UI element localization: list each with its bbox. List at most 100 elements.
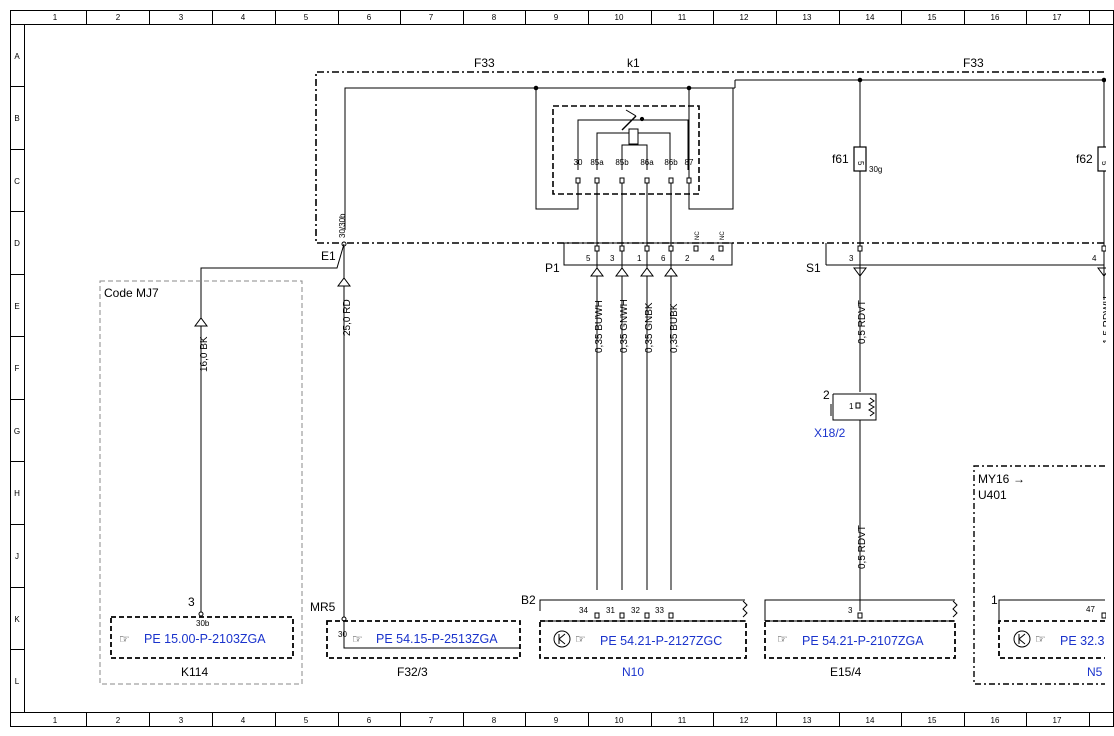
f33-label-right: F33 xyxy=(963,56,984,70)
column-label: 6 xyxy=(367,13,372,22)
row-label: H xyxy=(14,489,20,498)
wire-label-buwh: 0,35 BUWH xyxy=(594,300,605,353)
column-label: 2 xyxy=(116,13,121,22)
diagram-frame xyxy=(10,10,1114,727)
s1-pin: 4 xyxy=(1092,254,1097,263)
row-label: K xyxy=(14,615,20,624)
transistor-icon xyxy=(553,630,571,648)
nc-label: NC xyxy=(720,231,726,240)
b2-label: B2 xyxy=(521,593,536,607)
column-label: 4 xyxy=(241,13,246,22)
k114-component: 3 30b ☞ PE 15.00-P-2103ZGA K114 xyxy=(110,595,294,679)
column-label: 10 xyxy=(615,13,624,22)
column-label: 17 xyxy=(1053,13,1062,22)
row-label: J xyxy=(15,552,19,561)
row-label: F xyxy=(15,364,20,373)
column-label: 6 xyxy=(367,716,372,725)
relay-pin: 85a xyxy=(590,158,604,167)
n5-left-pin: 1 xyxy=(991,593,998,607)
column-label: 7 xyxy=(429,716,434,725)
e15-4-name: E15/4 xyxy=(830,665,862,679)
e15-4-pin: 3 xyxy=(848,606,853,615)
e1-connection xyxy=(194,241,351,622)
n5-component: 1 47 ☞ PE 32.3 N5 xyxy=(991,593,1107,679)
p1-pin-labels: 5 3 1 6 2 4 NC NC xyxy=(586,231,726,263)
n5-pin: 47 xyxy=(1086,605,1095,614)
column-label: 1 xyxy=(53,716,58,725)
column-label: 14 xyxy=(866,716,875,725)
n5-name: N5 xyxy=(1087,665,1103,679)
row-label: A xyxy=(14,52,20,61)
k114-ref-link[interactable]: PE 15.00-P-2103ZGA xyxy=(144,632,266,646)
wire-label-rdvt-lower: 0,5 RDVT xyxy=(857,525,868,569)
p1-terminals xyxy=(594,245,724,252)
relay-terminals xyxy=(575,177,692,184)
pointing-hand-icon: ☞ xyxy=(777,632,788,646)
arrow-right-icon: → xyxy=(1013,472,1025,486)
f61-sub: 30g xyxy=(869,165,882,174)
n10-component: B2 34 31 32 33 ☞ PE 54.21-P-2127ZGC N10 xyxy=(521,593,748,679)
f32-3-pin: 30 xyxy=(338,630,347,639)
p1-connector xyxy=(563,183,733,590)
column-label: 14 xyxy=(866,13,875,22)
column-label: 5 xyxy=(304,716,309,725)
n10-pin: 33 xyxy=(655,606,664,615)
relay-pin: 86a xyxy=(640,158,654,167)
column-label: 7 xyxy=(429,13,434,22)
column-label: 3 xyxy=(179,716,184,725)
p1-pin: 2 xyxy=(685,254,690,263)
p1-pin: 5 xyxy=(586,254,591,263)
x18-2-connector xyxy=(830,393,877,611)
p1-pin: 1 xyxy=(637,254,642,263)
f32-3-component: MR5 30 ☞ PE 54.15-P-2513ZGA F32/3 xyxy=(310,600,521,679)
column-label: 8 xyxy=(492,13,497,22)
x18-2-link[interactable]: X18/2 xyxy=(814,426,846,440)
wire-label-gnbk: 0,35 GNBK xyxy=(644,302,655,353)
n10-ref-link[interactable]: PE 54.21-P-2127ZGC xyxy=(600,634,722,648)
f62-label: f62 xyxy=(1076,152,1093,166)
f32-3-ref-link[interactable]: PE 54.15-P-2513ZGA xyxy=(376,632,498,646)
u401-box xyxy=(973,465,1105,685)
pointing-hand-icon: ☞ xyxy=(352,632,363,646)
relay-pin: 87 xyxy=(685,158,694,167)
e15-4-ref-link[interactable]: PE 54.21-P-2107ZGA xyxy=(802,634,924,648)
f32-3-name: F32/3 xyxy=(397,665,428,679)
relay-pin-labels: 30 85a 85b 86a 86b 87 xyxy=(574,158,694,167)
e1-label: E1 xyxy=(321,249,336,263)
column-label: 9 xyxy=(554,13,559,22)
column-label: 16 xyxy=(991,13,1000,22)
f33-module xyxy=(315,71,1111,255)
column-label: 5 xyxy=(304,13,309,22)
column-label: 9 xyxy=(554,716,559,725)
wire-label-rdvt-upper: 0,5 RDVT xyxy=(857,300,868,344)
p1-pin: 6 xyxy=(661,254,666,263)
wire-label-16bk: 16,0 BK xyxy=(199,336,210,372)
column-label: 11 xyxy=(678,13,687,22)
column-label: 4 xyxy=(241,716,246,725)
s1-pin: 3 xyxy=(849,254,854,263)
wire-label-25rd: 25,0 RD xyxy=(342,299,353,336)
k114-name: K114 xyxy=(181,665,208,679)
k1-relay xyxy=(552,105,700,195)
nc-label: NC xyxy=(695,231,701,240)
pointing-hand-icon: ☞ xyxy=(575,632,586,646)
column-label: 15 xyxy=(928,716,937,725)
k114-sub: 30b xyxy=(196,619,210,628)
s1-connector xyxy=(825,243,1111,392)
wire-label-gnwh: 0,35 GNWH xyxy=(619,299,630,353)
relay-pin: 30 xyxy=(574,158,583,167)
row-label: B xyxy=(14,114,19,123)
f61-label: f61 xyxy=(832,152,849,166)
column-label: 10 xyxy=(615,716,624,725)
column-label: 13 xyxy=(803,716,812,725)
relay-pin: 85b xyxy=(615,158,629,167)
row-label: E xyxy=(14,302,19,311)
n10-pin: 34 xyxy=(579,606,588,615)
column-label: 13 xyxy=(803,13,812,22)
n5-ref-link[interactable]: PE 32.3 xyxy=(1060,634,1105,648)
transistor-icon xyxy=(1013,630,1031,648)
row-label: L xyxy=(15,677,20,686)
column-label: 11 xyxy=(678,716,687,725)
n10-name: N10 xyxy=(622,665,644,679)
